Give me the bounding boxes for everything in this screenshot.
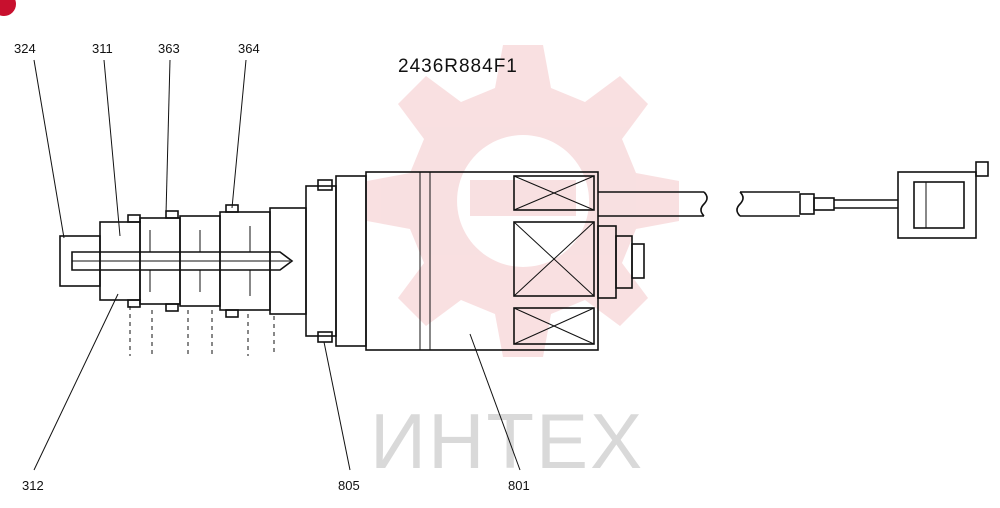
callout-311: 311 <box>92 41 113 56</box>
watermark-gear-icon <box>367 45 679 357</box>
leader-lines <box>33 59 521 471</box>
valve-cartridge <box>59 185 337 337</box>
corner-badge <box>0 0 16 16</box>
callout-363: 363 <box>158 41 180 56</box>
port-centerlines <box>129 306 275 356</box>
callout-805: 805 <box>338 478 360 493</box>
callout-801: 801 <box>508 478 530 493</box>
solenoid-cable <box>598 191 898 217</box>
watermark-text: ИНТЕХ <box>370 397 644 485</box>
connector-plug-icon <box>897 161 989 239</box>
callout-324: 324 <box>14 41 36 56</box>
callout-312: 312 <box>22 478 44 493</box>
solenoid-housing <box>317 171 645 351</box>
callout-364: 364 <box>238 41 260 56</box>
part-number: 2436R884F1 <box>398 56 518 77</box>
